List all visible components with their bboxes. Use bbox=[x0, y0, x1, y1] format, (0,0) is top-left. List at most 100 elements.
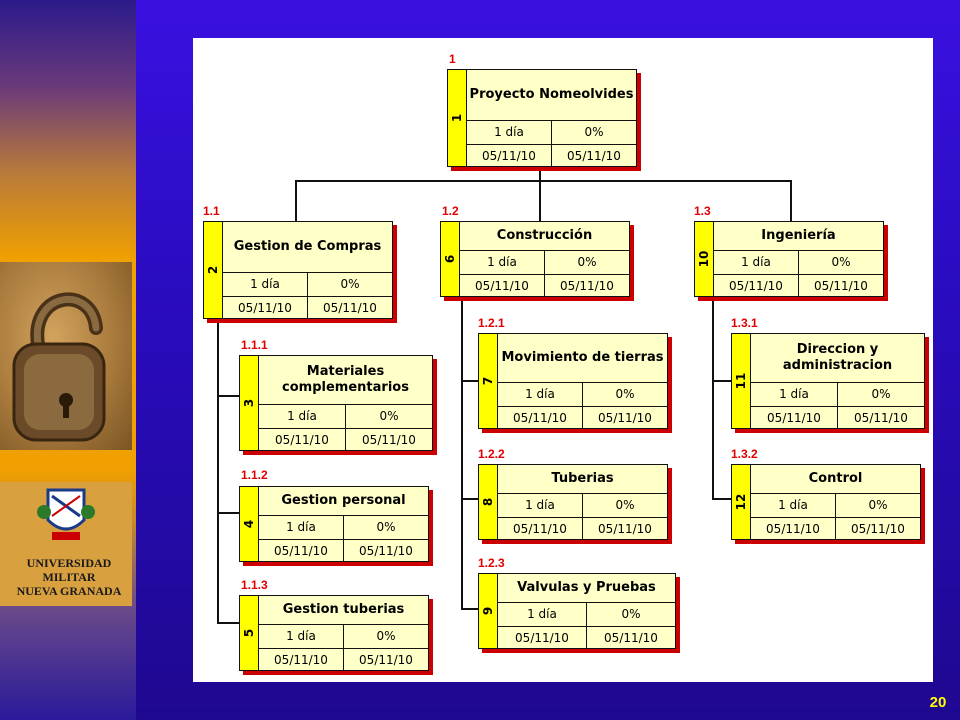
task-id-strip: 2 bbox=[204, 222, 223, 318]
task-complete: 0% bbox=[798, 251, 883, 274]
wbs-code: 1.2 bbox=[442, 204, 459, 218]
connector bbox=[712, 294, 714, 500]
task-id: 8 bbox=[481, 497, 495, 507]
task-progress-row: 1 día 0% bbox=[460, 251, 629, 275]
task-id-strip: 3 bbox=[240, 356, 259, 450]
task-id-strip: 9 bbox=[479, 574, 498, 648]
task-start: 05/11/10 bbox=[475, 278, 529, 293]
task-complete: 0% bbox=[345, 405, 432, 428]
task-title: Proyecto Nomeolvides bbox=[467, 70, 636, 121]
wbs-code: 1.3.1 bbox=[731, 316, 758, 330]
task-dates-row: 05/11/10 05/11/10 bbox=[259, 539, 428, 562]
task-finish: 05/11/10 bbox=[343, 539, 428, 562]
task-complete: 0% bbox=[551, 121, 636, 144]
connector bbox=[461, 498, 479, 500]
task-complete: 0% bbox=[343, 625, 428, 648]
university-name-line1: UNIVERSIDAD MILITAR bbox=[26, 556, 112, 584]
task-complete: 0% bbox=[343, 516, 428, 539]
task-title: Construcción bbox=[460, 222, 629, 251]
task-finish: 05/11/10 bbox=[586, 626, 675, 649]
task-title: Ingeniería bbox=[714, 222, 883, 251]
task-dates-row: 05/11/10 05/11/10 bbox=[498, 626, 675, 649]
task-complete: 0% bbox=[544, 251, 629, 274]
connector bbox=[539, 165, 541, 181]
task-finish: 05/11/10 bbox=[345, 428, 432, 451]
connector bbox=[712, 380, 732, 382]
task-duration: 1 día bbox=[250, 277, 280, 292]
task-duration: 1 día bbox=[487, 255, 517, 270]
connector bbox=[217, 512, 239, 514]
wbs-code: 1.1.3 bbox=[241, 578, 268, 592]
task-start: 05/11/10 bbox=[729, 278, 783, 293]
task-start: 05/11/10 bbox=[513, 410, 567, 425]
wbs-code: 1.3.2 bbox=[731, 447, 758, 461]
wbs-code: 1 bbox=[449, 52, 456, 66]
task-title: Valvulas y Pruebas bbox=[498, 574, 675, 603]
task-complete: 0% bbox=[582, 383, 667, 406]
wbs-code: 1.1.2 bbox=[241, 468, 268, 482]
task-id: 11 bbox=[734, 372, 748, 390]
task-finish: 05/11/10 bbox=[343, 648, 428, 671]
task-title: Movimiento de tierras bbox=[498, 334, 667, 383]
task-finish: 05/11/10 bbox=[837, 406, 924, 429]
task-title: Direccion y administracion bbox=[751, 334, 924, 383]
task-finish: 05/11/10 bbox=[307, 296, 392, 319]
wbs-code: 1.2.1 bbox=[478, 316, 505, 330]
task-start: 05/11/10 bbox=[513, 521, 567, 536]
connector bbox=[461, 608, 479, 610]
connector bbox=[295, 180, 297, 222]
task-title: Materiales complementarios bbox=[259, 356, 432, 405]
padlock-image bbox=[0, 262, 132, 450]
task-finish: 05/11/10 bbox=[582, 406, 667, 429]
task-title: Gestion personal bbox=[259, 487, 428, 516]
university-logo: UNIVERSIDAD MILITAR NUEVA GRANADA bbox=[0, 482, 132, 606]
task-id: 5 bbox=[242, 628, 256, 638]
connector bbox=[217, 316, 219, 622]
task-id: 1 bbox=[450, 113, 464, 123]
task-id: 10 bbox=[697, 250, 711, 268]
wbs-code: 1.2.2 bbox=[478, 447, 505, 461]
wbs-code: 1.2.3 bbox=[478, 556, 505, 570]
connector bbox=[461, 380, 479, 382]
task-duration: 1 día bbox=[778, 498, 808, 513]
connector bbox=[217, 395, 239, 397]
connector bbox=[217, 622, 239, 624]
task-id-strip: 12 bbox=[732, 465, 751, 539]
task-complete: 0% bbox=[586, 603, 675, 626]
task-start: 05/11/10 bbox=[515, 630, 569, 645]
task-start: 05/11/10 bbox=[274, 543, 328, 558]
